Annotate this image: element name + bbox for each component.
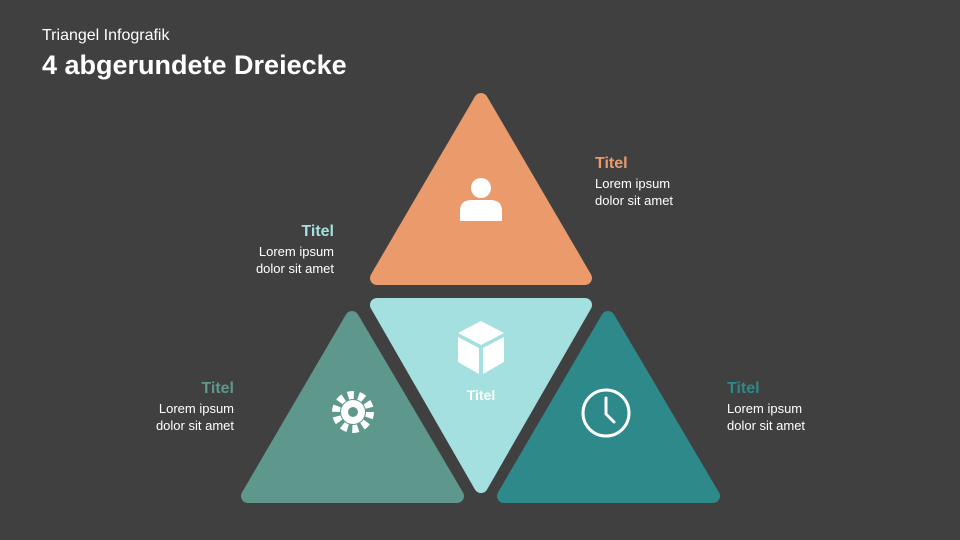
gear-icon [332, 391, 374, 433]
label-text: dolor sit amet [595, 193, 674, 208]
subtitle: Triangel Infografik [42, 27, 170, 44]
user-icon [460, 178, 502, 221]
label-text: Lorem ipsum [158, 401, 234, 416]
triangle-right [497, 311, 720, 503]
box-icon [458, 321, 504, 374]
label-left: Titel Lorem ipsum dolor sit amet [156, 380, 234, 434]
label-text: dolor sit amet [727, 418, 806, 433]
label-text: dolor sit amet [155, 418, 234, 433]
label-right: Titel Lorem ipsum dolor sit amet [727, 380, 805, 434]
label-title: Titel [301, 223, 334, 240]
label-text: Lorem ipsum [727, 401, 803, 416]
label-top: Titel Lorem ipsum dolor sit amet [595, 155, 673, 209]
label-title: Titel [727, 380, 760, 397]
clock-icon [581, 388, 631, 438]
label-center: Titel Lorem ipsum dolor sit amet [256, 223, 334, 277]
label-text: Lorem ipsum [258, 244, 334, 259]
label-text: Lorem ipsum [595, 176, 671, 191]
label-title: Titel [201, 380, 234, 397]
page-title: 4 abgerundete Dreiecke [42, 50, 347, 80]
label-text: dolor sit amet [255, 261, 334, 276]
label-title: Titel [595, 155, 628, 172]
center-label: Titel [466, 387, 496, 403]
triangle-center [370, 298, 592, 493]
